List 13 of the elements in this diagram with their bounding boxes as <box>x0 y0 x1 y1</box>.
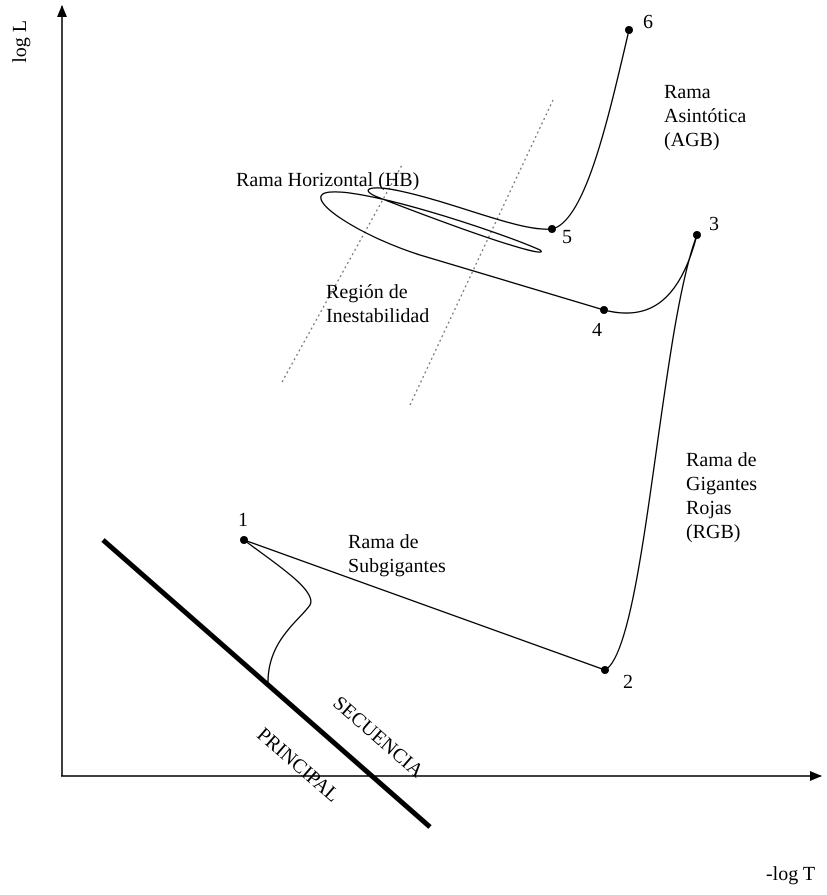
region-label: Región de Inestabilidad <box>326 280 430 328</box>
point-number: 4 <box>592 318 602 342</box>
edge-label: Rama Horizontal (HB) <box>236 168 420 192</box>
point-number: 3 <box>709 212 719 236</box>
edge-label: Rama de Gigantes Rojas (RGB) <box>686 448 758 544</box>
edge-label: Rama de Subgigantes <box>348 530 447 578</box>
axis-label: log L <box>8 20 32 63</box>
axis-label: -log T <box>766 862 816 886</box>
point-number: 5 <box>562 225 572 249</box>
edge-label: Rama Asintótica (AGB) <box>664 80 748 152</box>
point-number: 6 <box>643 10 653 34</box>
point-number: 1 <box>238 508 248 532</box>
point-number: 2 <box>623 670 633 694</box>
